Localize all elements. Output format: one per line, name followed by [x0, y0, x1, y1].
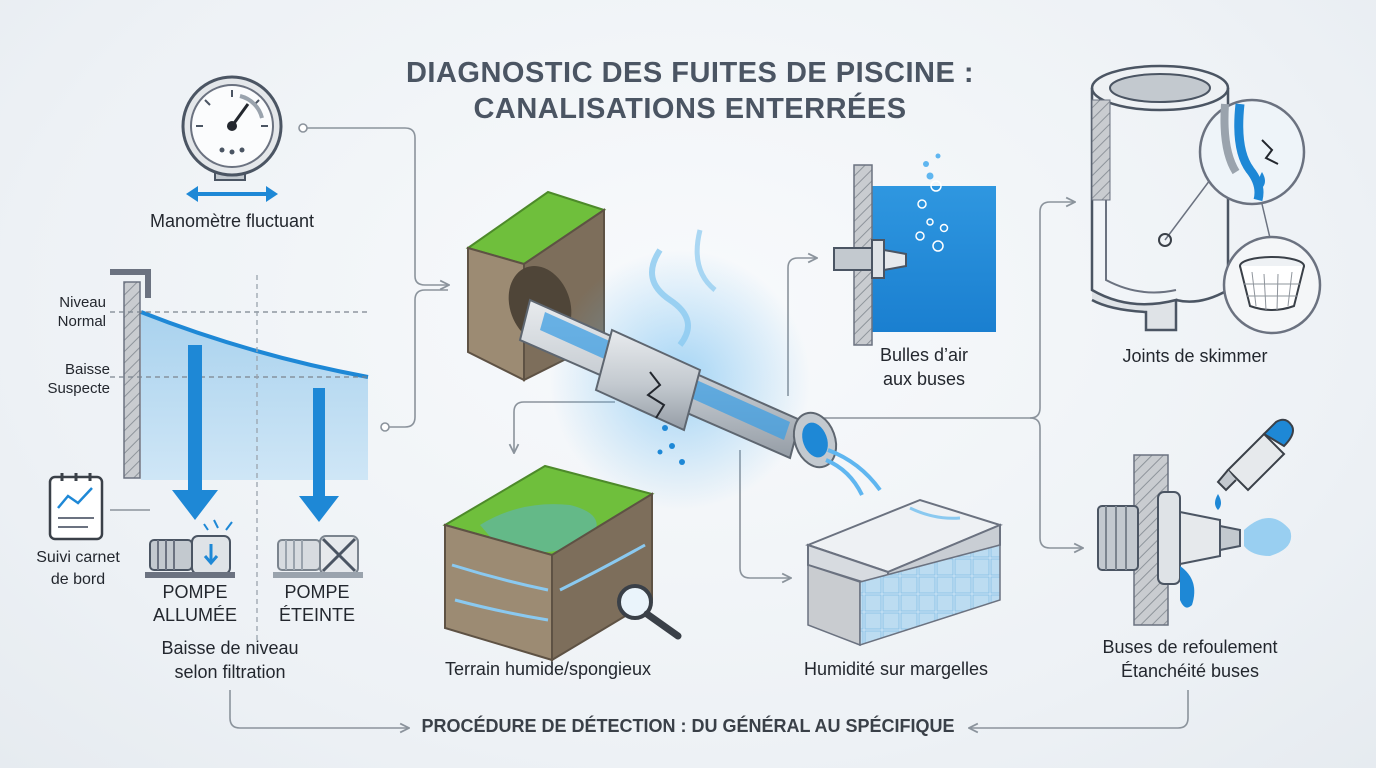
pool-level-chart [110, 269, 370, 640]
label-pompe-allumee: POMPE ALLUMÉE [140, 581, 250, 627]
pump-off-icon [273, 535, 363, 578]
label-baisse-suspecte-line1: Baisse [64, 361, 110, 378]
connector-lines [110, 123, 1189, 728]
label-bulles: Bulles d’air aux buses [852, 343, 996, 391]
coping-block [805, 498, 1003, 647]
label-buses: Buses de refoulement Étanchéité buses [1072, 635, 1308, 683]
label-baisse-suspecte-line2: Suspecte [47, 380, 110, 397]
label-carnet: Suivi carnet de bord [22, 547, 134, 591]
title-line-1: DIAGNOSTIC DES FUITES DE PISCINE : [405, 57, 975, 89]
label-baisse-suspecte: Baisse Suspecte [18, 360, 110, 398]
title-line-2: CANALISATIONS ENTERRÉES [473, 93, 907, 125]
page-title: DIAGNOSTIC DES FUITES DE PISCINE : CANAL… [330, 55, 1050, 127]
label-baisse-niveau-line1: Baisse de niveau [161, 638, 299, 658]
nozzle-icon [1097, 454, 1292, 626]
dropper-icon [1215, 418, 1294, 510]
label-bulles-line1: Bulles d’air [879, 345, 969, 365]
label-pompe-allumee-line1: POMPE [162, 582, 228, 602]
logbook-icon [48, 473, 104, 541]
skimmer-joint-zoom [1158, 98, 1306, 247]
pressure-gauge-icon [181, 75, 283, 202]
label-baisse-niveau: Baisse de niveau selon filtration [120, 636, 340, 684]
buried-pipe [518, 229, 882, 496]
label-niveau-normal-line1: Niveau [59, 294, 106, 311]
label-pompe-eteinte: POMPE ÉTEINTE [262, 581, 372, 627]
label-niveau-normal-line2: Normal [57, 313, 106, 330]
label-manometre: Manomètre fluctuant [149, 211, 315, 231]
footer-procedure: PROCÉDURE DE DÉTECTION : DU GÉNÉRAL AU S… [421, 716, 955, 736]
label-margelles: Humidité sur margelles [803, 659, 989, 679]
label-buses-line1: Buses de refoulement [1102, 637, 1278, 657]
label-carnet-line1: Suivi carnet [36, 549, 120, 566]
skimmer-icon [1090, 64, 1230, 332]
wet-terrain-block [442, 464, 655, 662]
pump-on-icon [145, 519, 235, 578]
basket-icon [1222, 203, 1322, 335]
label-niveau-normal: Niveau Normal [18, 293, 106, 331]
label-carnet-line2: de bord [50, 571, 106, 588]
label-buses-line2: Étanchéité buses [1120, 661, 1260, 681]
magnifier-icon [617, 584, 682, 640]
air-bubbles-panel [833, 153, 996, 346]
label-baisse-niveau-line2: selon filtration [174, 662, 286, 682]
label-pompe-eteinte-line2: ÉTEINTE [278, 605, 355, 625]
label-pompe-allumee-line2: ALLUMÉE [152, 605, 238, 625]
label-skimmer: Joints de skimmer [1122, 346, 1268, 366]
label-bulles-line2: aux buses [882, 369, 966, 389]
label-pompe-eteinte-line1: POMPE [284, 582, 350, 602]
label-terrain: Terrain humide/spongieux [444, 659, 652, 679]
